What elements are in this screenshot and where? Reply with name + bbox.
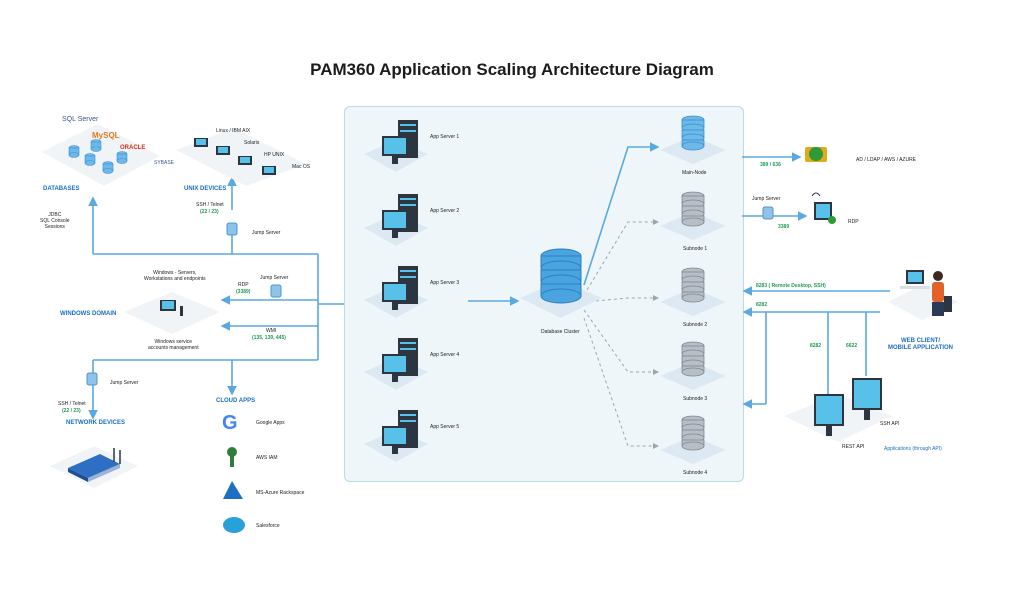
unix-item-hp: HP UNIX [264, 152, 285, 158]
windows-jump-server: Jump Server [260, 275, 289, 281]
windows-service-label: Windows service accounts management [148, 339, 199, 351]
diagram-title: PAM360 Application Scaling Architecture … [310, 60, 714, 79]
rest-api-label: REST API [842, 444, 865, 450]
rdp-monitor-icon [811, 192, 836, 224]
unix-devices-illustration [176, 128, 306, 186]
cloud-item-azure: MS-Azure Rackspace [256, 490, 305, 496]
jump-server-icon [762, 206, 774, 220]
subnode-2 [656, 266, 730, 323]
mysql-logo: MySQL [92, 131, 120, 140]
jump-server-icon [226, 222, 238, 236]
cloud-item-salesforce: Salesforce [256, 523, 280, 529]
databases-illustration [42, 124, 160, 186]
network-devices-label: NETWORK DEVICES [66, 420, 126, 426]
unix-item-mac: Mac OS [292, 164, 311, 170]
rdp-jump-server: Jump Server [752, 196, 781, 202]
unix-protocol: SSH / Telnet [196, 202, 224, 208]
ad-label: AD / LDAP / AWS / AZURE [856, 157, 917, 163]
database-node-icon [660, 115, 726, 164]
app-server-icon [364, 194, 428, 246]
rdp-port: 3389 [778, 224, 790, 230]
applications-api-label: Applications (through API) [884, 446, 942, 452]
main-node [656, 114, 730, 171]
cloud-apps-label: CLOUD APPS [216, 398, 256, 404]
cloud-item-google: Google Apps [256, 420, 285, 426]
network-jump-server: Jump Server [110, 380, 139, 386]
sybase-logo: SYBASE [154, 160, 175, 166]
app-server-label: App Server 4 [430, 352, 460, 358]
node-label: Subnode 3 [683, 396, 708, 402]
web-remote-label: 8283 ( Remote Desktop, SSH) [756, 283, 826, 289]
ssh-api-label: SSH API [880, 421, 900, 427]
subnode-3 [656, 340, 730, 397]
unix-item-solaris: Solaris [244, 140, 260, 146]
app-server-label: App Server 1 [430, 134, 460, 140]
network-ports: (22 / 23) [62, 408, 81, 414]
app-server-icon [364, 338, 428, 390]
oracle-logo: ORACLE [120, 145, 146, 151]
database-node-icon [660, 267, 726, 316]
windows-desc: Windows - Servers, Workstations and endp… [144, 270, 206, 282]
windows-domain-illustration [124, 292, 220, 334]
windows-rdp: RDP [238, 282, 249, 288]
web-client-user-illustration [888, 270, 958, 320]
app-server-5 [360, 408, 430, 473]
node-label: Subnode 2 [683, 322, 708, 328]
rdp-label: RDP [848, 219, 859, 225]
network-protocol: SSH / Telnet [58, 401, 86, 407]
database-cluster-icon [520, 248, 602, 318]
web-port: 8282 [756, 302, 768, 308]
app-server-icon [364, 266, 428, 318]
jump-server-icon [270, 284, 282, 298]
unix-jump-server: Jump Server [252, 230, 281, 236]
unix-item-linux: Linux / IBM AIX [216, 128, 251, 134]
node-label: Main-Node [682, 170, 707, 176]
node-label: Subnode 4 [683, 470, 708, 476]
app-server-label: App Server 3 [430, 280, 460, 286]
azure-icon [223, 481, 243, 499]
google-icon: G [222, 412, 238, 434]
windows-domain-label: WINDOWS DOMAIN [60, 311, 117, 317]
node-label: Subnode 1 [683, 246, 708, 252]
web-client-label: WEB CLIENT/ MOBILE APPLICATION [888, 338, 953, 351]
ad-ports: 389 / 636 [760, 162, 781, 168]
aws-iam-icon [227, 447, 237, 467]
salesforce-icon [223, 517, 245, 533]
database-node-icon [660, 415, 726, 464]
sql-server-logo: SQL Server [62, 116, 99, 123]
app-server-2 [360, 192, 430, 257]
unix-ports: (22 / 23) [200, 209, 219, 215]
folder-globe-icon [805, 147, 827, 162]
windows-wmi-ports: (135, 139, 445) [252, 335, 286, 341]
api-illustration [784, 378, 892, 442]
api-port-ssh: 6622 [846, 343, 858, 349]
windows-wmi: WMI [266, 328, 277, 334]
jump-server-icon [86, 372, 98, 386]
jdbc-label: JDBC SQL Console Sessions [40, 212, 70, 230]
databases-label: DATABASES [43, 186, 80, 192]
app-server-label: App Server 5 [430, 424, 460, 430]
app-server-3 [360, 264, 430, 329]
database-node-icon [660, 341, 726, 390]
app-server-icon [364, 410, 428, 462]
app-server-4 [360, 336, 430, 401]
subnode-4 [656, 414, 730, 471]
app-server-label: App Server 2 [430, 208, 460, 214]
windows-rdp-port: (3389) [236, 289, 251, 295]
api-port-rest: 8282 [810, 343, 822, 349]
database-cluster-label: Database Cluster [541, 329, 580, 335]
app-server-1 [360, 118, 430, 183]
unix-devices-label: UNIX DEVICES [184, 186, 227, 192]
subnode-1 [656, 190, 730, 247]
app-server-icon [364, 120, 428, 172]
network-router-illustration [50, 446, 138, 488]
cloud-item-aws: AWS IAM [256, 455, 278, 461]
database-node-icon [660, 191, 726, 240]
